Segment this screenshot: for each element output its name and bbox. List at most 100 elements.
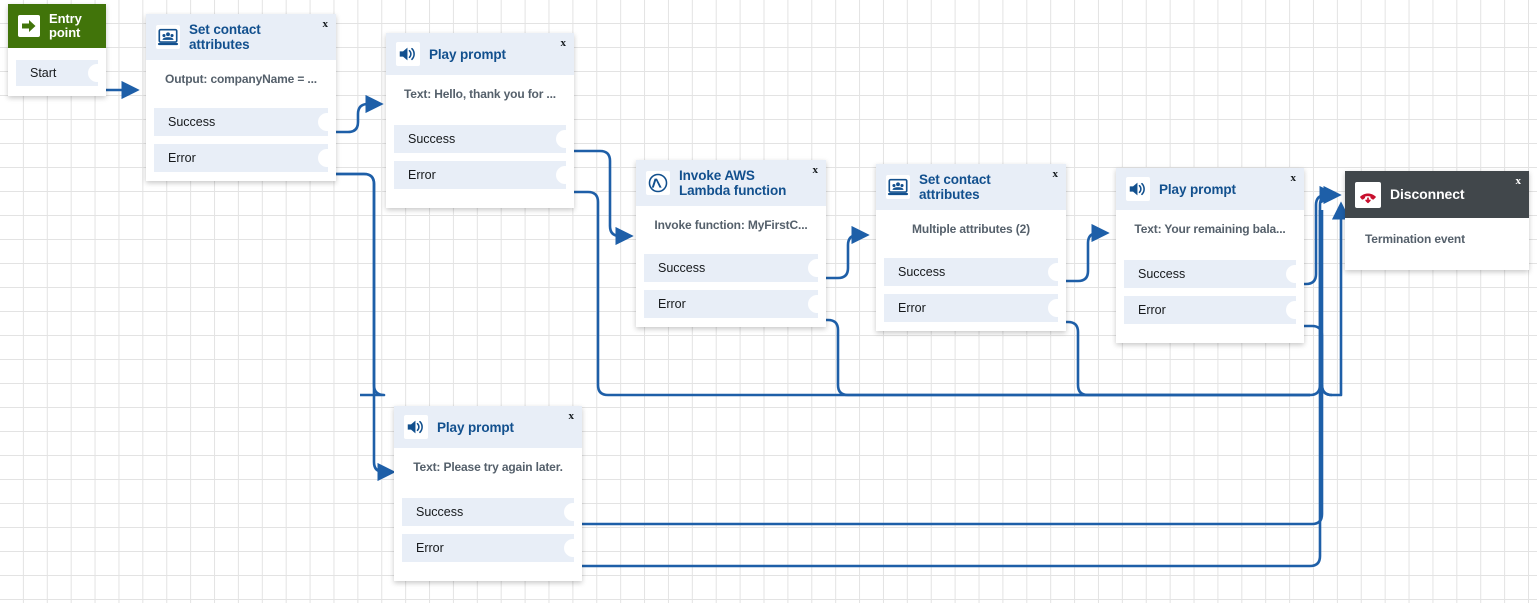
port-label: Success bbox=[658, 261, 706, 275]
node-disconnect[interactable]: x Disconnect Termination event bbox=[1345, 171, 1529, 270]
node-body: Invoke function: MyFirstC... Success Err… bbox=[636, 206, 826, 327]
port-label: Error bbox=[898, 301, 926, 315]
port-connector-dot[interactable] bbox=[1048, 263, 1066, 281]
node-ports: Success Error bbox=[146, 108, 336, 181]
node-body: Multiple attributes (2) Success Error bbox=[876, 210, 1066, 331]
node-description: Termination event bbox=[1365, 232, 1465, 246]
node-header: x Play prompt bbox=[386, 33, 574, 75]
node-title-line1: Set contact bbox=[189, 22, 261, 37]
node-header: x Invoke AWS Lambda function bbox=[636, 160, 826, 206]
port-connector-dot[interactable] bbox=[556, 130, 574, 148]
node-play-prompt-1[interactable]: x Play prompt Text: Hello, thank you for… bbox=[386, 33, 574, 208]
port-connector-dot[interactable] bbox=[564, 539, 582, 557]
port-connector-dot[interactable] bbox=[556, 166, 574, 184]
node-header: Entry point bbox=[8, 4, 106, 48]
contact-attributes-icon bbox=[886, 175, 910, 199]
port-error[interactable]: Error bbox=[644, 290, 826, 318]
node-ports: Start bbox=[8, 60, 106, 96]
node-description: Invoke function: MyFirstC... bbox=[654, 218, 808, 232]
close-icon[interactable]: x bbox=[560, 37, 567, 49]
node-title-line1: Set contact bbox=[919, 172, 991, 187]
node-description: Multiple attributes (2) bbox=[912, 222, 1030, 236]
port-label: Error bbox=[168, 151, 196, 165]
port-connector-dot[interactable] bbox=[808, 259, 826, 277]
port-connector-dot[interactable] bbox=[318, 113, 336, 131]
node-body: Output: companyName = ... Success Error bbox=[146, 60, 336, 181]
node-play-prompt-2[interactable]: x Play prompt Text: Your remaining bala.… bbox=[1116, 168, 1304, 343]
close-icon[interactable]: x bbox=[812, 164, 819, 176]
port-label: Error bbox=[658, 297, 686, 311]
port-connector-dot[interactable] bbox=[1048, 299, 1066, 317]
port-error[interactable]: Error bbox=[154, 144, 336, 172]
port-connector-dot[interactable] bbox=[564, 503, 582, 521]
port-success[interactable]: Success bbox=[154, 108, 336, 136]
node-title: Disconnect bbox=[1390, 186, 1465, 202]
port-connector-dot[interactable] bbox=[318, 149, 336, 167]
node-description: Text: Please try again later. bbox=[413, 460, 563, 474]
wire-attrs1-success bbox=[336, 94, 384, 134]
port-label: Error bbox=[416, 541, 444, 555]
port-error[interactable]: Error bbox=[884, 294, 1066, 322]
speaker-icon bbox=[404, 415, 428, 439]
port-success[interactable]: Success bbox=[402, 498, 582, 526]
close-icon[interactable]: x bbox=[1052, 168, 1059, 180]
port-label: Success bbox=[408, 132, 456, 146]
node-set-contact-attributes-1[interactable]: x Set contact attributes Output: company… bbox=[146, 14, 336, 181]
node-entry-point[interactable]: Entry point Start bbox=[8, 4, 106, 96]
port-success[interactable]: Success bbox=[394, 125, 574, 153]
port-connector-dot[interactable] bbox=[88, 64, 106, 82]
close-icon[interactable]: x bbox=[1290, 172, 1297, 184]
speaker-icon bbox=[396, 42, 420, 66]
speaker-icon bbox=[1126, 177, 1150, 201]
node-ports: Success Error bbox=[386, 125, 574, 208]
port-error[interactable]: Error bbox=[394, 161, 574, 189]
port-success[interactable]: Success bbox=[644, 254, 826, 282]
node-header: x Play prompt bbox=[1116, 168, 1304, 210]
close-icon[interactable]: x bbox=[1515, 175, 1522, 187]
port-start[interactable]: Start bbox=[16, 60, 106, 86]
node-title-line2: Lambda function bbox=[679, 183, 787, 198]
node-ports: Success Error bbox=[394, 498, 582, 581]
node-set-contact-attributes-2[interactable]: x Set contact attributes Multiple attrib… bbox=[876, 164, 1066, 331]
node-header: x Set contact attributes bbox=[146, 14, 336, 60]
port-label: Success bbox=[416, 505, 464, 519]
port-success[interactable]: Success bbox=[884, 258, 1066, 286]
port-label: Success bbox=[898, 265, 946, 279]
node-body: Text: Hello, thank you for ... Success E… bbox=[386, 75, 574, 208]
node-header: x Disconnect bbox=[1345, 171, 1529, 218]
close-icon[interactable]: x bbox=[322, 18, 329, 30]
node-title: Play prompt bbox=[437, 419, 514, 435]
port-connector-dot[interactable] bbox=[1286, 301, 1304, 319]
contact-attributes-icon bbox=[156, 25, 180, 49]
node-title-line2: attributes bbox=[189, 37, 250, 52]
port-connector-dot[interactable] bbox=[1286, 265, 1304, 283]
close-icon[interactable]: x bbox=[568, 410, 575, 422]
node-body: Termination event bbox=[1345, 218, 1529, 270]
node-play-prompt-3[interactable]: x Play prompt Text: Please try again lat… bbox=[394, 406, 582, 581]
phone-hangup-icon bbox=[1355, 181, 1381, 208]
node-ports: Success Error bbox=[1116, 260, 1304, 343]
node-title-line2: point bbox=[49, 25, 81, 40]
wire-attrs1-error-a bbox=[336, 172, 386, 397]
port-error[interactable]: Error bbox=[402, 534, 582, 562]
port-connector-dot[interactable] bbox=[808, 295, 826, 313]
wire-trunk-join bbox=[1320, 380, 1343, 397]
node-description: Text: Hello, thank you for ... bbox=[404, 87, 556, 101]
node-description: Output: companyName = ... bbox=[165, 72, 317, 86]
node-ports: Success Error bbox=[876, 258, 1066, 331]
port-label: Error bbox=[1138, 303, 1166, 317]
port-label: Success bbox=[1138, 267, 1186, 281]
node-title-line1: Entry bbox=[49, 11, 82, 26]
wire-prompt2-error bbox=[1304, 324, 1333, 397]
lambda-icon bbox=[646, 171, 670, 195]
port-label: Start bbox=[30, 66, 57, 80]
port-success[interactable]: Success bbox=[1124, 260, 1304, 288]
port-label: Error bbox=[408, 168, 436, 182]
node-header: x Play prompt bbox=[394, 406, 582, 448]
node-invoke-aws-lambda-function[interactable]: x Invoke AWS Lambda function Invoke func… bbox=[636, 160, 826, 327]
wire-prompt1-success bbox=[574, 149, 634, 246]
node-title-line2: attributes bbox=[919, 187, 980, 202]
arrow-right-icon bbox=[16, 13, 42, 39]
port-error[interactable]: Error bbox=[1124, 296, 1304, 324]
